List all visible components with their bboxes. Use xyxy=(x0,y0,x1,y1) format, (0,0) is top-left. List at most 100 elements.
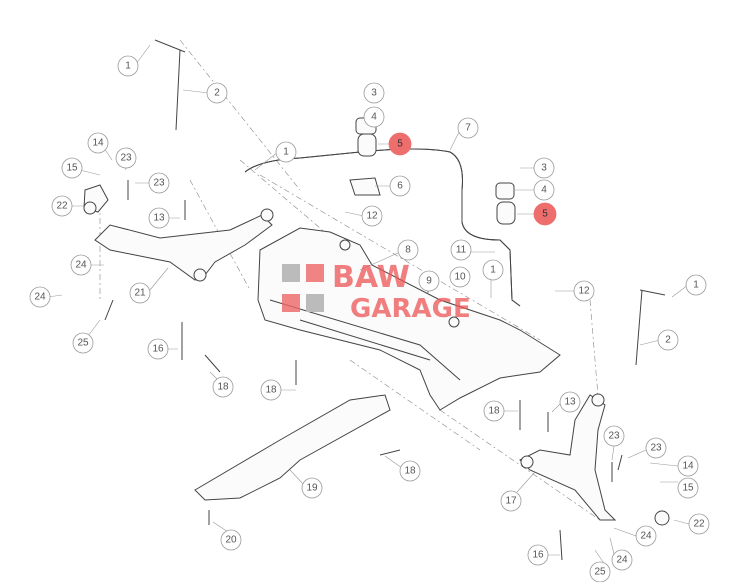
svg-text:20: 20 xyxy=(225,535,237,546)
svg-text:1: 1 xyxy=(490,265,496,276)
svg-text:2: 2 xyxy=(665,335,671,346)
callout-24: 24 xyxy=(29,286,51,308)
callout-24: 24 xyxy=(635,525,657,547)
logo-text-baw: BAW xyxy=(332,260,410,295)
callout-14: 14 xyxy=(677,455,699,477)
svg-text:2: 2 xyxy=(214,88,220,99)
callout-7: 7 xyxy=(457,117,479,139)
svg-text:6: 6 xyxy=(397,181,403,192)
svg-text:8: 8 xyxy=(405,245,411,256)
callout-23: 23 xyxy=(645,437,667,459)
svg-text:24: 24 xyxy=(640,531,652,542)
svg-text:1: 1 xyxy=(693,280,699,291)
svg-text:24: 24 xyxy=(616,555,628,566)
svg-text:16: 16 xyxy=(152,344,164,355)
svg-text:14: 14 xyxy=(682,461,694,472)
callout-23: 23 xyxy=(115,147,137,169)
svg-text:19: 19 xyxy=(306,483,318,494)
svg-text:3: 3 xyxy=(541,163,547,174)
svg-text:5: 5 xyxy=(397,139,403,150)
leader-lines xyxy=(47,44,690,566)
callout-24: 24 xyxy=(70,254,92,276)
svg-text:18: 18 xyxy=(217,382,229,393)
callout-3: 3 xyxy=(533,157,555,179)
logo-text-garage: GARAGE xyxy=(350,294,471,324)
callout-22: 22 xyxy=(51,195,73,217)
svg-text:25: 25 xyxy=(77,338,89,349)
callout-4: 4 xyxy=(533,179,555,201)
svg-text:16: 16 xyxy=(532,550,544,561)
callout-13: 13 xyxy=(559,391,581,413)
callout-18: 18 xyxy=(483,400,505,422)
svg-text:22: 22 xyxy=(693,519,705,530)
callout-1: 1 xyxy=(275,141,297,163)
callout-22: 22 xyxy=(688,513,710,535)
callout-4: 4 xyxy=(363,106,385,128)
svg-text:12: 12 xyxy=(578,286,590,297)
svg-text:17: 17 xyxy=(505,496,517,507)
callout-21: 21 xyxy=(129,282,151,304)
svg-text:15: 15 xyxy=(682,483,694,494)
svg-text:22: 22 xyxy=(56,201,68,212)
svg-text:11: 11 xyxy=(456,245,467,256)
svg-text:18: 18 xyxy=(404,466,416,477)
bolts xyxy=(104,180,623,561)
callout-1: 1 xyxy=(117,55,139,77)
callout-16: 16 xyxy=(527,544,549,566)
subframe xyxy=(257,227,561,411)
svg-text:9: 9 xyxy=(426,276,432,287)
svg-text:23: 23 xyxy=(608,431,620,442)
callout-17: 17 xyxy=(500,490,522,512)
bushings-and-nuts xyxy=(83,201,670,526)
svg-text:13: 13 xyxy=(153,213,165,224)
callout-18: 18 xyxy=(260,379,282,401)
svg-text:25: 25 xyxy=(594,567,606,578)
callout-12: 12 xyxy=(361,205,383,227)
svg-text:4: 4 xyxy=(371,112,377,123)
svg-text:12: 12 xyxy=(366,211,378,222)
svg-text:10: 10 xyxy=(454,272,466,283)
svg-text:15: 15 xyxy=(66,163,78,174)
callout-10: 10 xyxy=(449,266,471,288)
callout-20: 20 xyxy=(220,529,242,551)
lower-control-arm-left xyxy=(94,214,273,281)
callout-15: 15 xyxy=(677,477,699,499)
lower-control-arm-right xyxy=(519,394,617,521)
callout-2: 2 xyxy=(657,329,679,351)
callout-14: 14 xyxy=(87,132,109,154)
svg-text:21: 21 xyxy=(134,288,146,299)
svg-text:1: 1 xyxy=(283,147,289,158)
svg-text:23: 23 xyxy=(153,178,165,189)
svg-text:23: 23 xyxy=(650,443,662,454)
callout-15: 15 xyxy=(61,157,83,179)
callout-18: 18 xyxy=(212,376,234,398)
svg-text:13: 13 xyxy=(564,397,576,408)
callout-2: 2 xyxy=(206,82,228,104)
callout-16: 16 xyxy=(147,338,169,360)
svg-text:23: 23 xyxy=(120,153,132,164)
svg-text:14: 14 xyxy=(92,138,104,149)
callout-1: 1 xyxy=(685,274,707,296)
callout-25: 25 xyxy=(589,561,611,582)
callout-9: 9 xyxy=(418,270,440,292)
callout-19: 19 xyxy=(301,477,323,499)
callout-23: 23 xyxy=(603,425,625,447)
callout-18: 18 xyxy=(399,460,421,482)
svg-text:24: 24 xyxy=(75,260,87,271)
stabilizer-link-right xyxy=(635,289,666,366)
svg-text:18: 18 xyxy=(488,406,500,417)
callout-5-highlighted[interactable]: 5 xyxy=(388,132,412,156)
callout-11: 11 xyxy=(450,239,472,261)
callout-13: 13 xyxy=(148,207,170,229)
callout-25: 25 xyxy=(72,332,94,354)
callout-12: 12 xyxy=(573,280,595,302)
callout-6: 6 xyxy=(389,175,411,197)
stabilizer-link-left xyxy=(154,39,186,131)
svg-text:4: 4 xyxy=(541,185,547,196)
svg-text:7: 7 xyxy=(465,123,471,134)
callout-5-highlighted[interactable]: 5 xyxy=(533,202,557,226)
svg-text:3: 3 xyxy=(371,88,377,99)
callout-23: 23 xyxy=(148,172,170,194)
